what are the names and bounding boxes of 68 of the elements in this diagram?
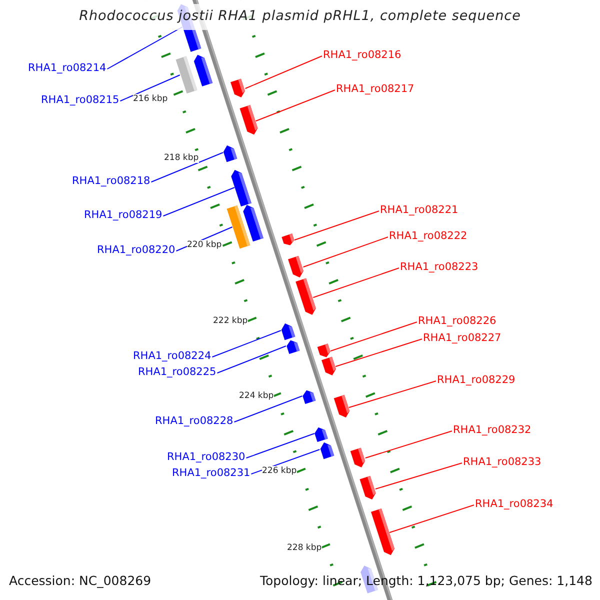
gene-label: RHA1_ro08216 [323, 48, 402, 62]
gene-block [227, 205, 250, 249]
leader-line [150, 152, 224, 182]
gene-block [370, 508, 396, 557]
gene-block [360, 476, 378, 502]
scale-label: 226 kbp [262, 466, 297, 476]
gene-label: RHA1_ro08225 [138, 366, 216, 378]
leader-line [302, 236, 388, 268]
gene-block [285, 338, 300, 354]
leader-line [234, 396, 303, 422]
scale-label: 228 kbp [287, 543, 322, 553]
leader-line [335, 338, 422, 367]
gene-block [302, 388, 316, 404]
footer-text: Topology: linear; Length: 1,123,075 bp; Genes: 1,148 [260, 573, 592, 588]
gene-block [281, 233, 295, 247]
gene-block [288, 255, 306, 279]
leader-line [312, 268, 400, 298]
gene-label: RHA1_ro08226 [418, 314, 496, 328]
leader-line [244, 56, 322, 89]
footer-text: Accession: NC_008269 [9, 573, 152, 588]
leader-line [162, 187, 235, 216]
gene-label: RHA1_ro08217 [336, 82, 414, 96]
gene-block [222, 143, 238, 162]
gene-label: RHA1_ro08232 [453, 424, 532, 436]
gene-label: RHA1_ro08214 [28, 62, 106, 74]
gene-label: RHA1_ro08219 [84, 208, 162, 222]
gene-block [321, 356, 338, 377]
leader-line [348, 380, 436, 408]
gene-block [316, 343, 332, 359]
gene-block [280, 321, 296, 340]
gene-block [318, 440, 334, 459]
gene-label: RHA1_ro08228 [155, 414, 234, 428]
gene-label: RHA1_ro08230 [167, 450, 246, 464]
scale-label: 216 kbp [133, 94, 168, 104]
scale-label: 222 kbp [213, 316, 248, 326]
leader-line [389, 504, 474, 533]
gene-label: RHA1_ro08224 [133, 350, 212, 362]
gene-block [176, 56, 198, 94]
gene-label: RHA1_ro08221 [380, 204, 458, 216]
gene-block [296, 278, 318, 317]
leader-line [216, 346, 286, 374]
gene-label: RHA1_ro08223 [400, 260, 478, 274]
gene-label: RHA1_ro08218 [72, 174, 150, 188]
leader-line [120, 74, 180, 102]
gene-block [314, 425, 328, 442]
gene-label: RHA1_ro08220 [97, 244, 176, 256]
leader-line [255, 90, 336, 122]
gene-block [334, 395, 352, 420]
scale-label: 220 kbp [187, 240, 222, 250]
leader-line [364, 430, 452, 458]
gene-block [230, 168, 252, 207]
gene-block [230, 78, 247, 99]
gene-label: RHA1_ro08215 [41, 94, 120, 106]
leader-line [294, 210, 380, 240]
scale-label: 224 kbp [239, 391, 274, 401]
gene-label: RHA1_ro08227 [423, 332, 502, 344]
gene-label: RHA1_ro08231 [172, 466, 250, 480]
leader-line [330, 322, 418, 352]
scale-label: 218 kbp [164, 153, 199, 163]
leader-line [246, 433, 315, 458]
gene-label: RHA1_ro08222 [389, 230, 468, 242]
leader-line [374, 462, 462, 490]
gene-block [350, 447, 367, 469]
gene-label: RHA1_ro08234 [475, 498, 554, 510]
gene-label: RHA1_ro08233 [463, 456, 542, 468]
gene-block [240, 105, 260, 137]
leader-line [212, 330, 282, 358]
gene-label: RHA1_ro08229 [437, 374, 516, 386]
